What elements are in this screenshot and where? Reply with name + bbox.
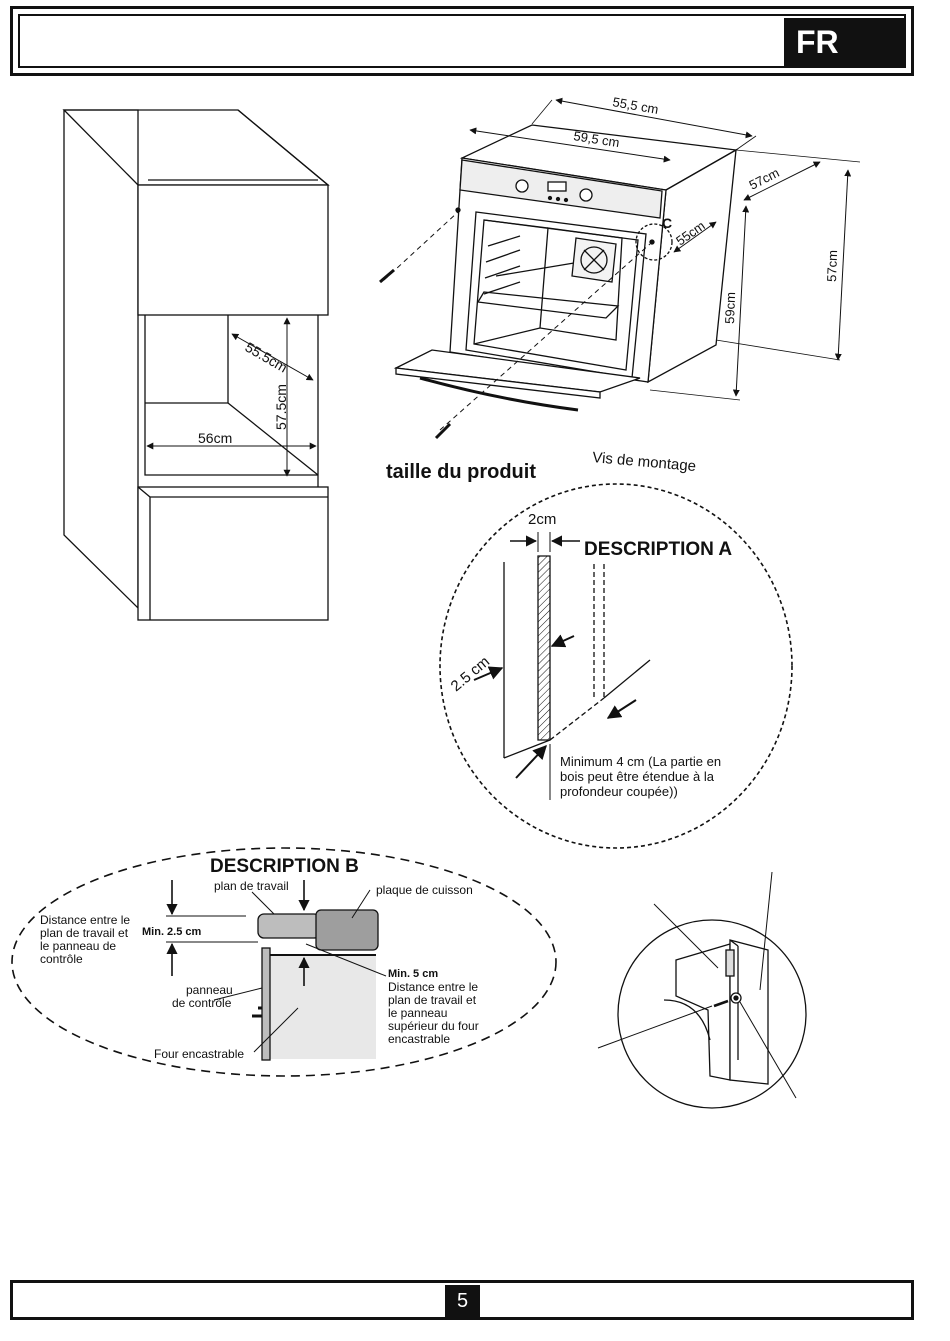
cabinet-depth-label: 55.5cm	[243, 339, 291, 376]
mounting-screws-label: Vis de montage	[592, 449, 697, 475]
language-badge: FR	[784, 18, 904, 66]
oven-side-depth-label: 57cm	[747, 165, 782, 193]
top-distance-line-3: le panneau	[388, 1006, 447, 1020]
description-b-drawing	[11, 847, 557, 1077]
top-distance-line-5: encastrable	[388, 1032, 450, 1046]
min-2-5-label: Min. 2.5 cm	[142, 926, 202, 938]
control-panel-line-2: de contrôle	[172, 996, 232, 1010]
footer-bar	[10, 1280, 914, 1320]
cabinet-height-label: 57.5cm	[273, 384, 289, 430]
header-inner-frame	[18, 14, 906, 68]
detail-c-marker: C	[662, 215, 672, 231]
oven-drawing	[379, 97, 861, 440]
header-bar: FR	[10, 6, 914, 76]
oven-front-width-label: 59,5 cm	[573, 128, 621, 150]
header-outer-frame	[10, 6, 914, 76]
control-distance-line-3: le panneau de	[40, 939, 116, 953]
built-in-oven-label: Four encastrable	[154, 1047, 244, 1061]
hob-label: plaque de cuisson	[376, 883, 473, 897]
worktop-label: plan de travail	[214, 879, 289, 893]
control-distance-line-2: plan de travail et	[40, 926, 129, 940]
cabinet-drawing	[62, 109, 330, 621]
control-distance-line-1: Distance entre le	[40, 913, 130, 927]
oven-height-label: 59cm	[722, 292, 738, 324]
description-a-note-line-2: bois peut être étendue à la	[560, 769, 715, 784]
min-5-label: Min. 5 cm	[388, 968, 438, 980]
cabinet-width-label: 56cm	[198, 430, 232, 446]
top-distance-line-1: Distance entre le	[388, 980, 478, 994]
oven-side-height-label: 57cm	[824, 250, 840, 282]
detail-c-drawing	[597, 871, 807, 1109]
top-distance-line-2: plan de travail et	[388, 993, 477, 1007]
control-distance-line-4: contrôle	[40, 952, 83, 966]
description-a-drawing	[439, 483, 793, 849]
description-a-note-line-1: Minimum 4 cm (La partie en	[560, 754, 721, 769]
description-b-title: DESCRIPTION B	[210, 856, 359, 877]
page-number: 5	[445, 1285, 480, 1317]
product-size-title: taille du produit	[386, 461, 536, 483]
description-a-gap-label: 2cm	[528, 511, 556, 528]
control-panel-line-1: panneau	[186, 983, 233, 997]
top-distance-line-4: supérieur du four	[388, 1019, 479, 1033]
description-a-title: DESCRIPTION A	[584, 539, 732, 560]
oven-top-depth-label: 55,5 cm	[611, 94, 659, 117]
description-a-note-line-3: profondeur coupée))	[560, 784, 678, 799]
